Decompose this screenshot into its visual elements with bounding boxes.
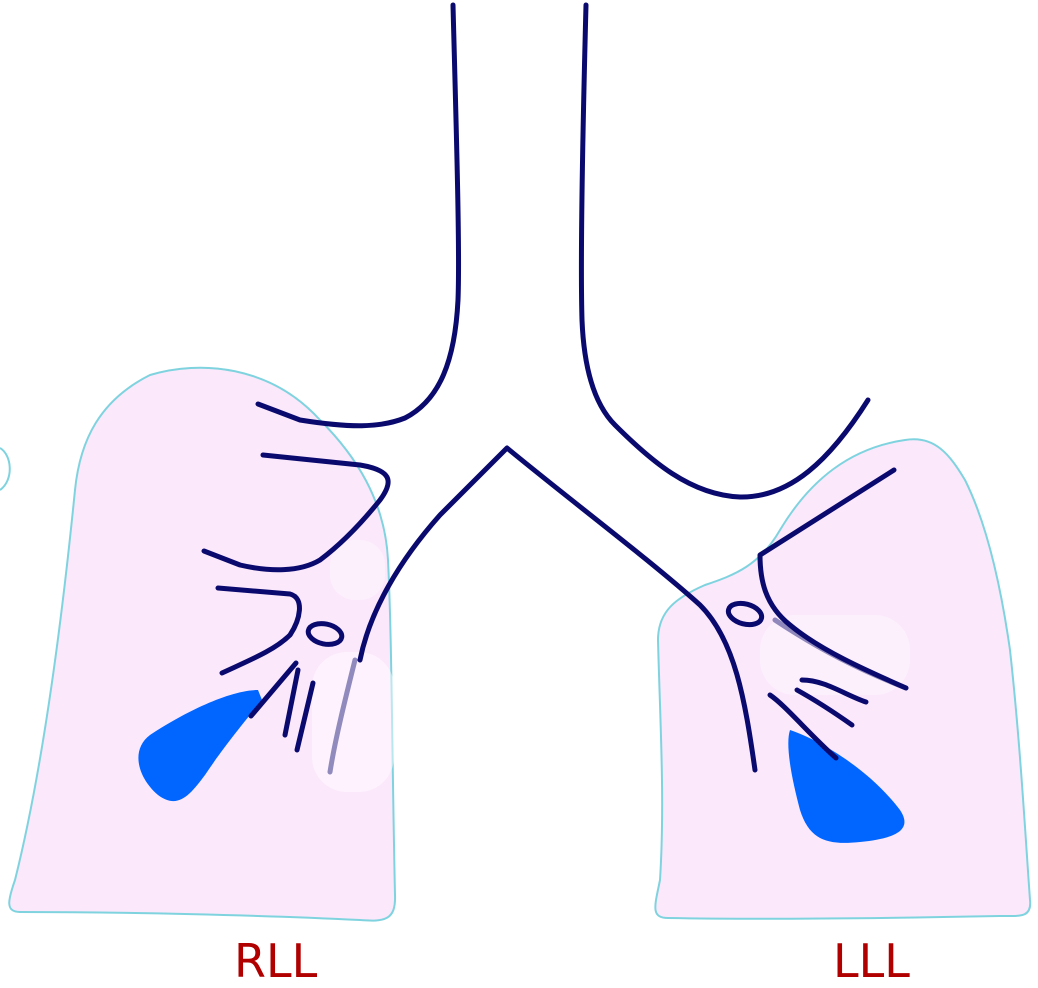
label-right-lower-lobe: RLL — [234, 938, 317, 984]
trachea-right-wall — [258, 5, 459, 426]
trachea-left-wall — [581, 5, 868, 497]
edge-arc — [0, 448, 10, 490]
label-left-lower-lobe: LLL — [833, 938, 910, 984]
hilum-highlight-upper-right — [330, 540, 385, 600]
